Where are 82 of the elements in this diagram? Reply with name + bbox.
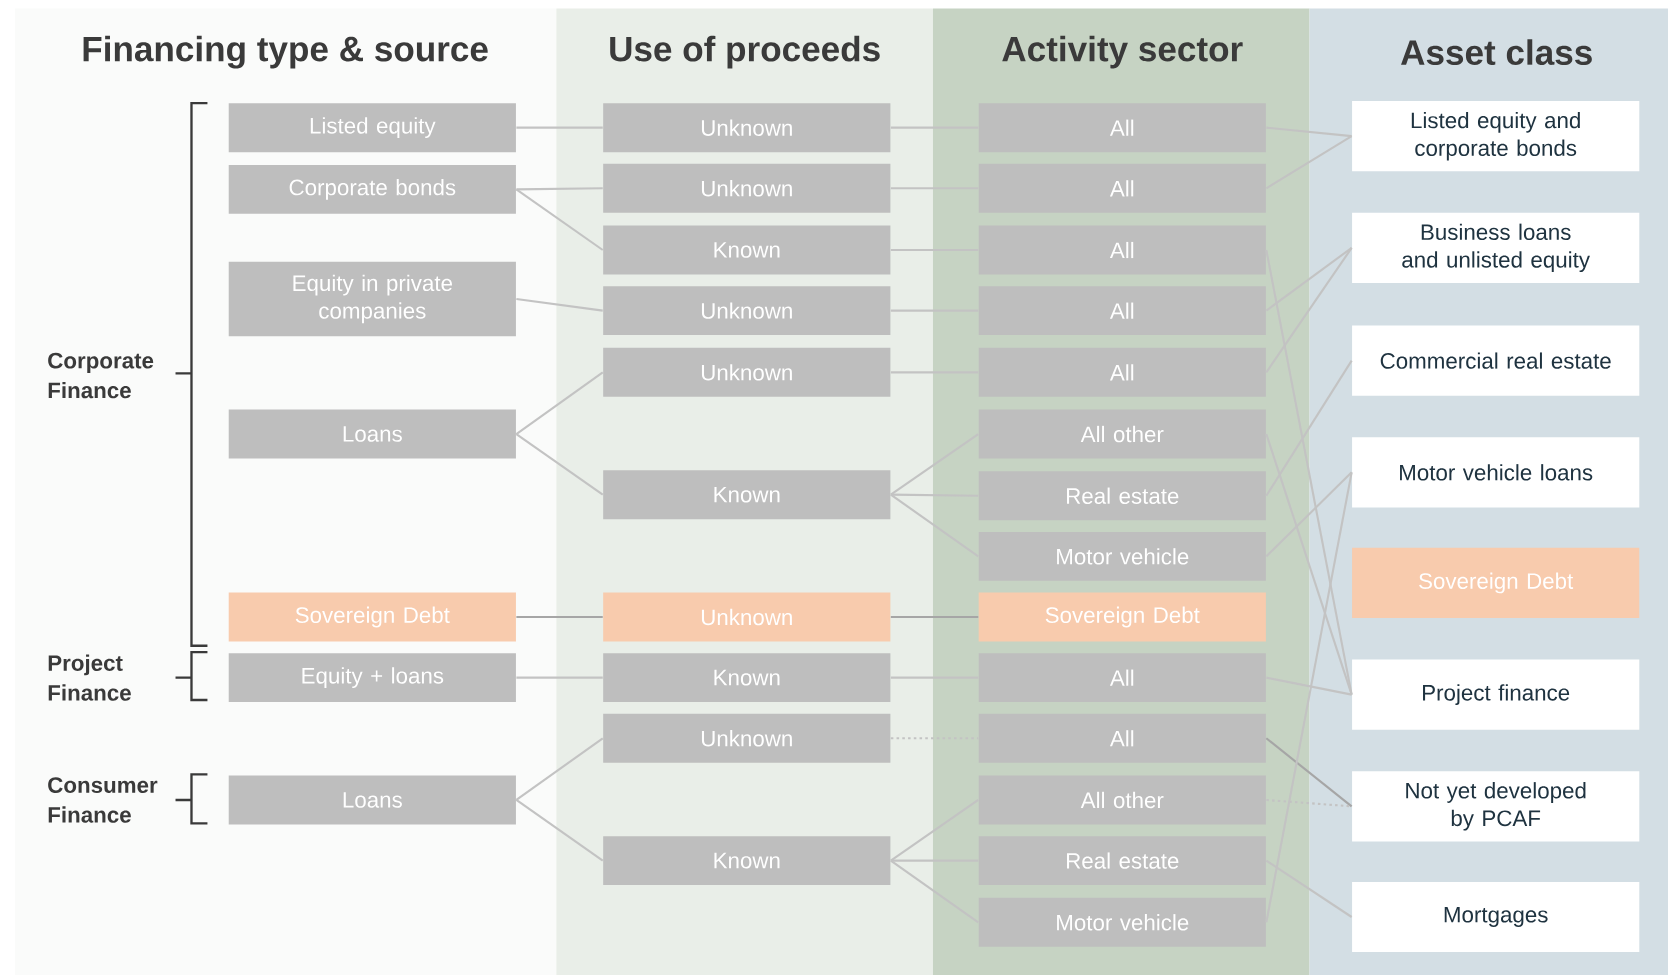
category-box: Unknown: [603, 102, 891, 152]
connector-line: [1265, 246, 1353, 312]
category-box: Sovereign Debt: [1352, 547, 1640, 618]
connector-line: [1265, 471, 1353, 557]
category-box: Loans: [228, 775, 516, 825]
category-box: Business loans and unlisted equity: [1352, 212, 1640, 283]
category-box: Motor vehicle loans: [1352, 437, 1640, 508]
category-box: Loans: [228, 409, 516, 459]
category-box: Equity + loans: [228, 652, 516, 702]
connector-line: [1265, 249, 1353, 695]
category-box: All: [978, 163, 1266, 213]
connector-line: [890, 798, 979, 862]
category-box: All: [978, 652, 1266, 702]
category-box: Mortgages: [1352, 881, 1640, 952]
category-box: Known: [603, 835, 891, 885]
category-box: Sovereign Debt: [978, 592, 1266, 642]
category-box: Corporate bonds: [228, 164, 516, 214]
connector-line: [890, 371, 979, 374]
group-label: Consumer Finance: [48, 776, 158, 823]
connector-line: [890, 859, 979, 923]
group-label: Corporate Finance: [48, 352, 154, 399]
connector-line: [1265, 433, 1353, 695]
category-box: Unknown: [603, 285, 891, 335]
connector-line: [1265, 359, 1353, 497]
connector-line: [1265, 471, 1353, 923]
category-box: Unknown: [603, 592, 891, 642]
column-heading: Use of proceeds: [610, 35, 880, 69]
category-box: All: [978, 713, 1266, 763]
category-box: Commercial real estate: [1352, 325, 1640, 396]
connector-line: [1265, 135, 1353, 189]
connector-line: [890, 676, 979, 679]
connector-line: [890, 859, 979, 862]
connector-line: [890, 615, 979, 618]
category-box: Equity in private companies: [228, 261, 516, 336]
connector-line: [890, 248, 979, 251]
category-box: Motor vehicle: [978, 897, 1266, 947]
connector-line: [1265, 859, 1353, 918]
connector-line: [890, 309, 979, 312]
connector-line: [515, 737, 604, 801]
category-box: All: [978, 102, 1266, 152]
category-box: Known: [603, 225, 891, 275]
connector-line: [890, 187, 979, 190]
category-box: All: [978, 225, 1266, 275]
category-box: Listed equity and corporate bonds: [1352, 100, 1640, 172]
category-box: All: [978, 285, 1266, 335]
group-label: Project Finance: [48, 654, 131, 701]
category-box: Known: [603, 652, 891, 702]
connector-line: [515, 371, 604, 435]
connector-line: [890, 432, 979, 496]
column-heading: Activity sector: [1002, 35, 1243, 69]
connector-line: [516, 615, 603, 618]
connector-line: [516, 297, 603, 312]
connector-line: [1266, 798, 1352, 808]
category-box: Real estate: [978, 471, 1266, 520]
column-heading: Asset class: [1401, 39, 1592, 65]
connector-line: [890, 493, 979, 497]
connector-line: [1265, 247, 1353, 373]
connector-line: [516, 126, 603, 129]
connector-line: [515, 432, 604, 496]
connector-line: [516, 187, 603, 191]
connector-line: [516, 676, 603, 679]
connector-line: [515, 798, 604, 862]
category-box: Sovereign Debt: [228, 592, 516, 642]
category-box: Real estate: [978, 835, 1266, 885]
category-box: All other: [978, 409, 1266, 459]
category-box: Not yet developed by PCAF: [1352, 771, 1640, 842]
category-box: Listed equity: [228, 102, 516, 152]
column-heading: Financing type & source: [83, 35, 488, 69]
connector-line: [515, 188, 604, 251]
connector-line: [890, 126, 979, 129]
category-box: All: [978, 347, 1266, 397]
category-box: Unknown: [603, 163, 891, 213]
category-box: Unknown: [603, 347, 891, 397]
category-box: Motor vehicle: [978, 531, 1266, 581]
connector-line: [890, 493, 979, 557]
category-box: All other: [978, 775, 1266, 825]
connector-line: [1265, 737, 1353, 807]
category-box: Known: [603, 469, 891, 519]
category-box: Project finance: [1352, 659, 1640, 730]
connector-line: [1266, 676, 1352, 696]
connector-line: [1266, 126, 1352, 137]
category-box: Unknown: [603, 713, 891, 763]
